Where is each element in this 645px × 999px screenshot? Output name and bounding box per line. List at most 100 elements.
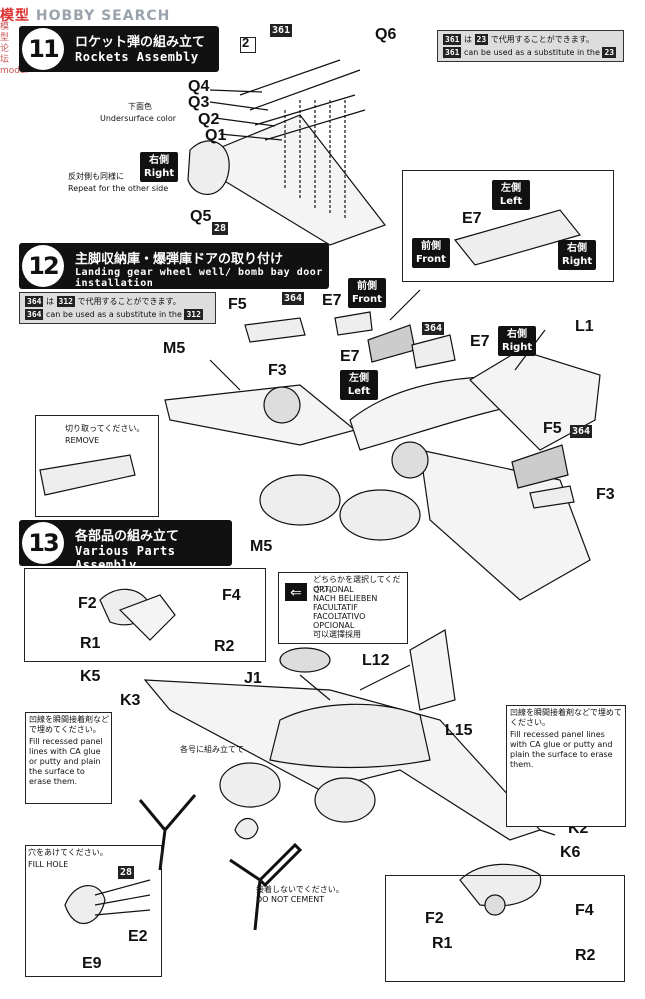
note-364-jp2: で代用することができます。 [77, 297, 181, 306]
step12-front-tag: 前側 Front [348, 278, 386, 308]
step13-label-28: 28 [118, 866, 135, 879]
step11-label-2: 2 [242, 35, 250, 50]
watermark-logo: 模型 [0, 8, 30, 24]
step11-label-q5: Q5 [190, 208, 212, 225]
fill-note-right: 凹線を瞬間接着剤などで埋めてください。 Fill recessed panel … [506, 705, 626, 827]
step12-number: 12 [22, 245, 64, 287]
hole-jp: 穴をあけてください。 [28, 848, 108, 857]
step12-right-en: Right [502, 342, 533, 353]
inset12-front-jp: 前側 [421, 241, 441, 252]
step12-label-e7a: E7 [322, 292, 342, 309]
inset12-left-jp: 左側 [501, 183, 521, 194]
step12-label-e7b: E7 [340, 348, 360, 365]
step11-label-q1: Q1 [205, 127, 227, 144]
inset12-front-tag: 前側 Front [412, 238, 450, 268]
step11-label-q2: Q2 [198, 111, 220, 128]
step11-header: 11 ロケット弾の組み立て Rockets Assembly [19, 26, 219, 72]
step11-label-q4: Q4 [188, 78, 210, 95]
remove-inset [35, 415, 159, 517]
optional-fr: FACULTATIF [313, 603, 358, 612]
fill-left-en: Fill recessed panel lines with CA glue o… [29, 737, 103, 786]
undersurface-en: Undersurface color [100, 114, 177, 123]
optional-box: どちらかを選択してください。 OPTIONAL NACH BELIEBEN FA… [278, 572, 408, 644]
remove-jp: 切り取ってください。 [65, 424, 145, 433]
step11-label-361: 361 [270, 24, 293, 37]
step13-label-f2b: F2 [425, 910, 444, 927]
step11-right-tag-jp: 右側 [149, 155, 169, 166]
step11-part-box-2 [240, 37, 256, 53]
repeat-jp: 反対側も同様に [68, 172, 124, 181]
step11-right-tag: 右側 Right [140, 152, 178, 182]
inset12-right-tag: 右側 Right [558, 240, 596, 270]
step12-left-tag: 左側 Left [340, 370, 378, 400]
inset12-right-en: Right [562, 256, 593, 267]
note-364: 364 は 312 で代用することができます。 364 can be used … [19, 292, 216, 324]
watermark-side: 模型 论坛 model [0, 22, 29, 76]
note-361: 361 は 23 で代用することができます。 361 can be used a… [437, 30, 624, 62]
step12-left-en: Left [347, 386, 371, 397]
optional-arrow-icon: ⇐ [285, 583, 307, 601]
undersurface-jp: 下面色 [128, 102, 152, 111]
step12-label-f5b: F5 [543, 420, 562, 437]
note-361-line2: 361 can be used as a substitute in the 2… [443, 46, 618, 59]
step12-front-en: Front [352, 294, 382, 305]
step12-right-tag: 右側 Right [498, 326, 536, 356]
step13-label-j1: J1 [244, 670, 262, 687]
step12-label-364a: 364 [282, 292, 305, 305]
step13-label-r2b: R2 [575, 947, 596, 964]
step13-number: 13 [22, 522, 64, 564]
step12-label-l1: L1 [575, 318, 594, 335]
step11-title-en: Rockets Assembly [75, 50, 199, 64]
nocement-en: DO NOT CEMENT [256, 895, 325, 904]
step13-label-f4a: F4 [222, 587, 241, 604]
step13-label-r1a: R1 [80, 635, 101, 652]
step13-label-k6: K6 [560, 844, 581, 861]
step12-label-f3b: F3 [596, 486, 615, 503]
optional-cn: 可以選擇採用 [313, 630, 361, 639]
step11-number: 11 [22, 28, 64, 70]
inset12-right-jp: 右側 [567, 243, 587, 254]
inset12-label-e7: E7 [462, 210, 482, 227]
fill-note-left: 凹線を瞬間接着剤などで埋めてください。 Fill recessed panel … [25, 712, 112, 804]
watermark-text: HOBBY SEARCH [35, 8, 171, 24]
step13-label-f2a: F2 [78, 595, 97, 612]
note-364-code2: 312 [56, 296, 75, 307]
hole-en: FILL HOLE [28, 860, 69, 869]
remove-en: REMOVE [65, 436, 100, 445]
step13-label-e2: E2 [128, 928, 148, 945]
watermark: 模型 HOBBY SEARCH [0, 5, 170, 25]
note-364-code1: 364 [25, 296, 44, 307]
note-361-jp2: で代用することができます。 [490, 35, 594, 44]
step12-right-jp: 右側 [507, 329, 527, 340]
optional-en: OPTIONAL [313, 585, 354, 594]
step13-label-l15: L15 [445, 722, 473, 739]
step13-label-r1b: R1 [432, 935, 453, 952]
inset12-front-en: Front [416, 254, 446, 265]
note-361-code4: 23 [602, 47, 617, 58]
note-364-line1: 364 は 312 で代用することができます。 [25, 295, 210, 308]
step13-left-engine-inset [24, 568, 266, 662]
step12-front-jp: 前側 [357, 281, 377, 292]
note-361-line1: 361 は 23 で代用することができます。 [443, 33, 618, 46]
note-361-jp: は [464, 35, 472, 44]
step11-right-tag-en: Right [144, 168, 175, 179]
step11-label-q3: Q3 [188, 94, 210, 111]
note-361-en: can be used as a substitute in the [464, 48, 600, 57]
step12-header: 12 主脚収納庫・爆弾庫ドアの取り付け Landing gear wheel w… [19, 243, 329, 289]
step12-inset [402, 170, 614, 282]
step12-title-jp: 主脚収納庫・爆弾庫ドアの取り付け [75, 252, 284, 267]
step13-title-jp: 各部品の組み立て [75, 529, 180, 544]
fill-right-jp: 凹線を瞬間接着剤などで埋めてください。 [510, 708, 622, 727]
step13-label-k5: K5 [80, 668, 101, 685]
step13-header: 13 各部品の組み立て Various Parts Assembly [19, 520, 232, 572]
note-364-jp: は [46, 297, 54, 306]
repeat-en: Repeat for the other side [68, 184, 169, 193]
step13-bottom-inset [385, 875, 625, 982]
step12-label-e7c: E7 [470, 333, 490, 350]
step13-label-r2a: R2 [214, 638, 235, 655]
note-361-code3: 361 [443, 47, 462, 58]
step11-label-28: 28 [212, 222, 229, 235]
step11-label-q6: Q6 [375, 26, 397, 43]
optional-jp: どちらかを選択してください。 [313, 575, 401, 594]
